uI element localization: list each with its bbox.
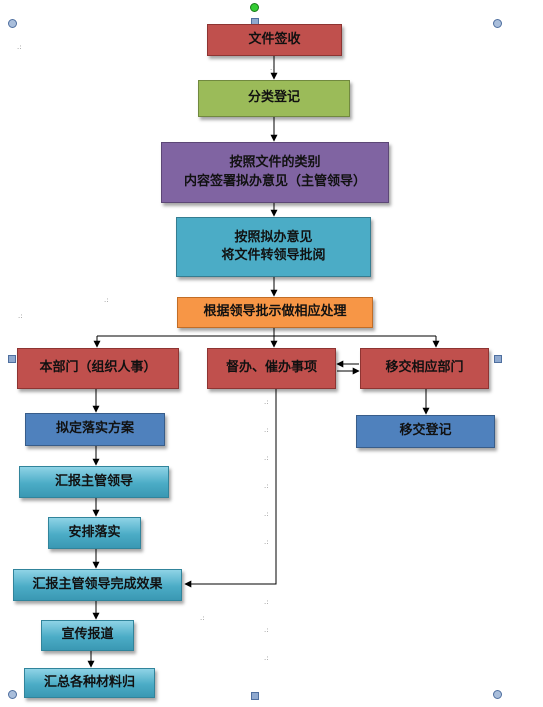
node-opinion-line1: 按照文件的类别 [229, 155, 321, 171]
node-handle-label: 根据领导批示做相应处理 [203, 304, 347, 320]
svg-text:.:: .: [17, 43, 22, 51]
node-opinion-line2: 内容签署拟办意见（主管领导） [183, 173, 366, 189]
node-transfer-register[interactable]: 移交登记 [356, 415, 495, 448]
svg-text:.:: .: [264, 426, 269, 434]
resize-handle-right[interactable] [494, 355, 502, 363]
node-plan-label: 拟定落实方案 [55, 421, 134, 437]
svg-text:.:: .: [264, 626, 269, 634]
node-forward-line1: 按照拟办意见 [234, 229, 313, 245]
svg-text:.:: .: [264, 538, 269, 546]
node-classify[interactable]: 分类登记 [198, 80, 350, 117]
svg-text:.:: .: [264, 598, 269, 606]
svg-text:.:: .: [264, 398, 269, 406]
node-forward[interactable]: 按照拟办意见 将文件转领导批阅 [176, 217, 371, 277]
node-transfer-label: 移交相应部门 [385, 360, 464, 376]
node-arrange[interactable]: 安排落实 [48, 517, 141, 549]
resize-handle-bottom[interactable] [251, 692, 259, 700]
node-dept[interactable]: 本部门（组织人事） [17, 348, 179, 389]
resize-handle-top-right[interactable] [493, 19, 502, 28]
node-publicize-label: 宣传报道 [61, 627, 114, 643]
svg-text:.:: .: [104, 296, 109, 304]
node-transfer[interactable]: 移交相应部门 [360, 348, 489, 389]
node-supervise[interactable]: 督办、催办事项 [207, 348, 336, 389]
node-report-result-label: 汇报主管领导完成效果 [32, 576, 163, 592]
resize-handle-left[interactable] [8, 355, 16, 363]
node-transfer-register-label: 移交登记 [399, 423, 452, 439]
node-receive[interactable]: 文件签收 [207, 24, 342, 56]
node-report[interactable]: 汇报主管领导 [19, 466, 169, 498]
node-dept-label: 本部门（组织人事） [39, 360, 157, 376]
node-report-label: 汇报主管领导 [54, 473, 133, 489]
node-opinion[interactable]: 按照文件的类别 内容签署拟办意见（主管领导） [161, 142, 389, 203]
node-publicize[interactable]: 宣传报道 [41, 620, 134, 651]
node-archive-label: 汇总各种材料归 [43, 674, 135, 690]
resize-handle-top-left[interactable] [8, 19, 17, 28]
svg-text:.:: .: [264, 482, 269, 490]
svg-text:.:: .: [200, 614, 205, 622]
node-classify-label: 分类登记 [247, 90, 300, 106]
svg-text:.:: .: [270, 64, 275, 72]
svg-text:.:: .: [264, 654, 269, 662]
svg-text:.:: .: [264, 510, 269, 518]
node-receive-label: 文件签收 [248, 31, 301, 47]
node-forward-line2: 将文件转领导批阅 [221, 248, 326, 263]
resize-handle-bottom-right[interactable] [493, 690, 502, 699]
rotate-handle[interactable] [250, 3, 259, 12]
node-supervise-label: 督办、催办事项 [225, 360, 317, 376]
node-arrange-label: 安排落实 [68, 524, 121, 540]
arrow-supervise-result [184, 389, 277, 588]
node-handle[interactable]: 根据领导批示做相应处理 [177, 297, 373, 328]
paragraph-marks: .: .: .: .: .: .: .: .: .: .: .: .: .: .… [17, 43, 275, 662]
node-archive[interactable]: 汇总各种材料归 [24, 668, 155, 698]
node-report-result[interactable]: 汇报主管领导完成效果 [13, 569, 182, 601]
svg-text:.:: .: [18, 312, 23, 320]
resize-handle-bottom-left[interactable] [8, 690, 17, 699]
svg-text:.:: .: [264, 454, 269, 462]
node-plan[interactable]: 拟定落实方案 [25, 413, 165, 446]
